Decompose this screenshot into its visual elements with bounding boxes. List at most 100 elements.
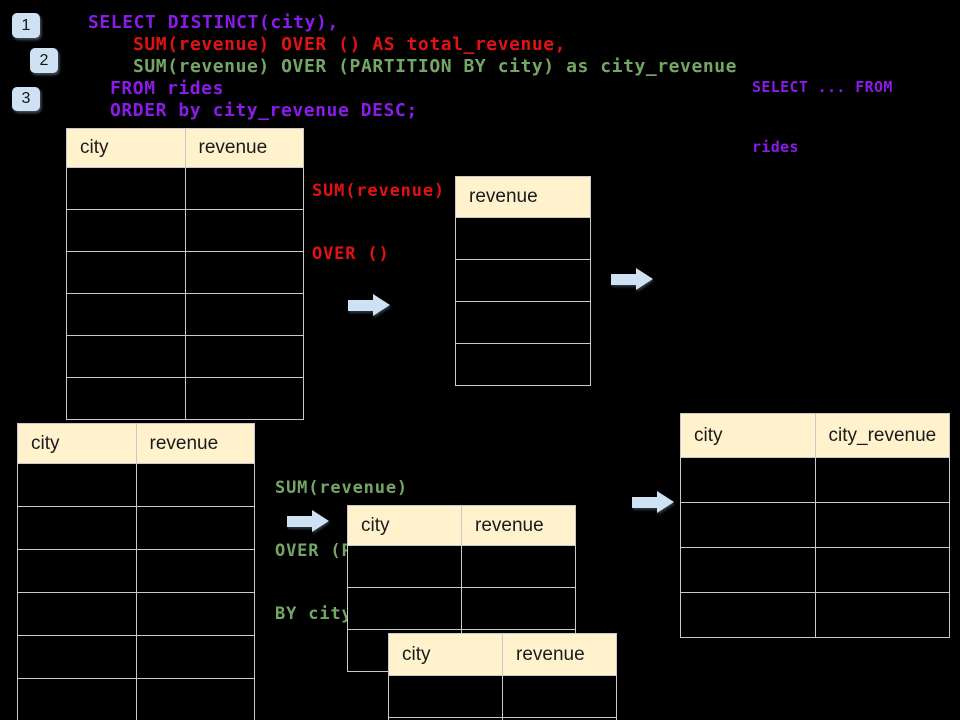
header-row: revenue [455,176,591,218]
table-row [17,678,255,720]
empty-cell [455,217,591,260]
empty-cell [184,209,304,252]
empty-cell [17,635,137,679]
column-header-city: city [388,633,503,676]
empty-cell [135,549,255,593]
table-row [455,259,591,302]
sql-snippet-line-2: rides [752,138,799,156]
right-arrow-icon [348,294,390,316]
empty-cell [347,587,462,630]
column-header-revenue: revenue [135,423,255,464]
empty-cell [680,457,816,503]
empty-cell [455,301,591,344]
empty-cell [17,592,137,636]
column-header-revenue: revenue [184,128,304,168]
empty-cell [66,293,186,336]
table-row [347,545,576,588]
empty-cell [135,506,255,550]
table-row [17,592,255,636]
table-row [388,675,617,718]
label-line: SUM(revenue) [275,478,409,498]
step-badge-2: 2 [30,48,58,73]
empty-cell [184,251,304,294]
empty-cell [461,587,576,630]
empty-cell [66,209,186,252]
table-row [17,549,255,593]
table-row [66,209,304,252]
empty-cell [680,592,816,638]
label-line: SUM(revenue) [312,181,446,201]
empty-cell [184,335,304,378]
empty-cell [680,547,816,593]
table-row [66,167,304,210]
empty-cell [814,547,950,593]
table-row [455,343,591,386]
label-line: OVER () [312,244,390,264]
right-arrow-icon [611,268,653,290]
empty-cell [66,377,186,420]
empty-cell [66,251,186,294]
table-row [680,502,950,548]
table-row [66,377,304,420]
column-header-city: city [17,423,137,464]
arrow-shaft [287,515,312,527]
table-row [17,635,255,679]
empty-cell [17,549,137,593]
empty-cell [680,502,816,548]
arrow-shaft [611,273,636,285]
column-header-city: city [347,505,462,546]
empty-cell [135,463,255,507]
right-arrow-icon [632,491,674,513]
empty-cell [814,502,950,548]
empty-cell [814,592,950,638]
sql-line-select-distinct: SELECT DISTINCT(city), [88,12,339,33]
table-row [66,335,304,378]
total-revenue-result-table: revenue [455,176,591,386]
step-badge-1: 1 [12,13,40,38]
sql-line-sum-over-total: SUM(revenue) OVER () AS total_revenue, [133,34,567,55]
table-row [680,457,950,503]
empty-cell [184,377,304,420]
sql-snippet-select-from-rides: SELECT ... FROM rides [752,37,893,197]
empty-cell [461,545,576,588]
empty-cell [184,167,304,210]
empty-cell [814,457,950,503]
arrow-head [373,294,390,316]
sql-line-from-rides: FROM rides [110,78,224,99]
empty-cell [135,678,255,720]
arrow-head [636,268,653,290]
arrow-head [312,510,329,532]
table-row [455,301,591,344]
arrow-shaft [348,299,373,311]
table-row [66,251,304,294]
right-arrow-icon [287,510,329,532]
total-revenue-code-label: SUM(revenue) OVER () [312,139,445,307]
arrow-head [657,491,674,513]
sql-snippet-line-1: SELECT ... FROM [752,78,893,96]
empty-cell [66,335,186,378]
sql-line-order-by: ORDER by city_revenue DESC; [110,100,418,121]
empty-cell [388,675,503,718]
column-header-city_revenue: city_revenue [814,413,950,458]
empty-cell [17,463,137,507]
step-badge-3: 3 [12,87,40,111]
column-header-city: city [66,128,186,168]
empty-cell [502,675,617,718]
empty-cell [347,545,462,588]
empty-cell [455,259,591,302]
empty-cell [135,635,255,679]
column-header-city: city [680,413,816,458]
table-row [455,217,591,260]
table-row [17,506,255,550]
table-row [347,587,576,630]
table-row [17,463,255,507]
